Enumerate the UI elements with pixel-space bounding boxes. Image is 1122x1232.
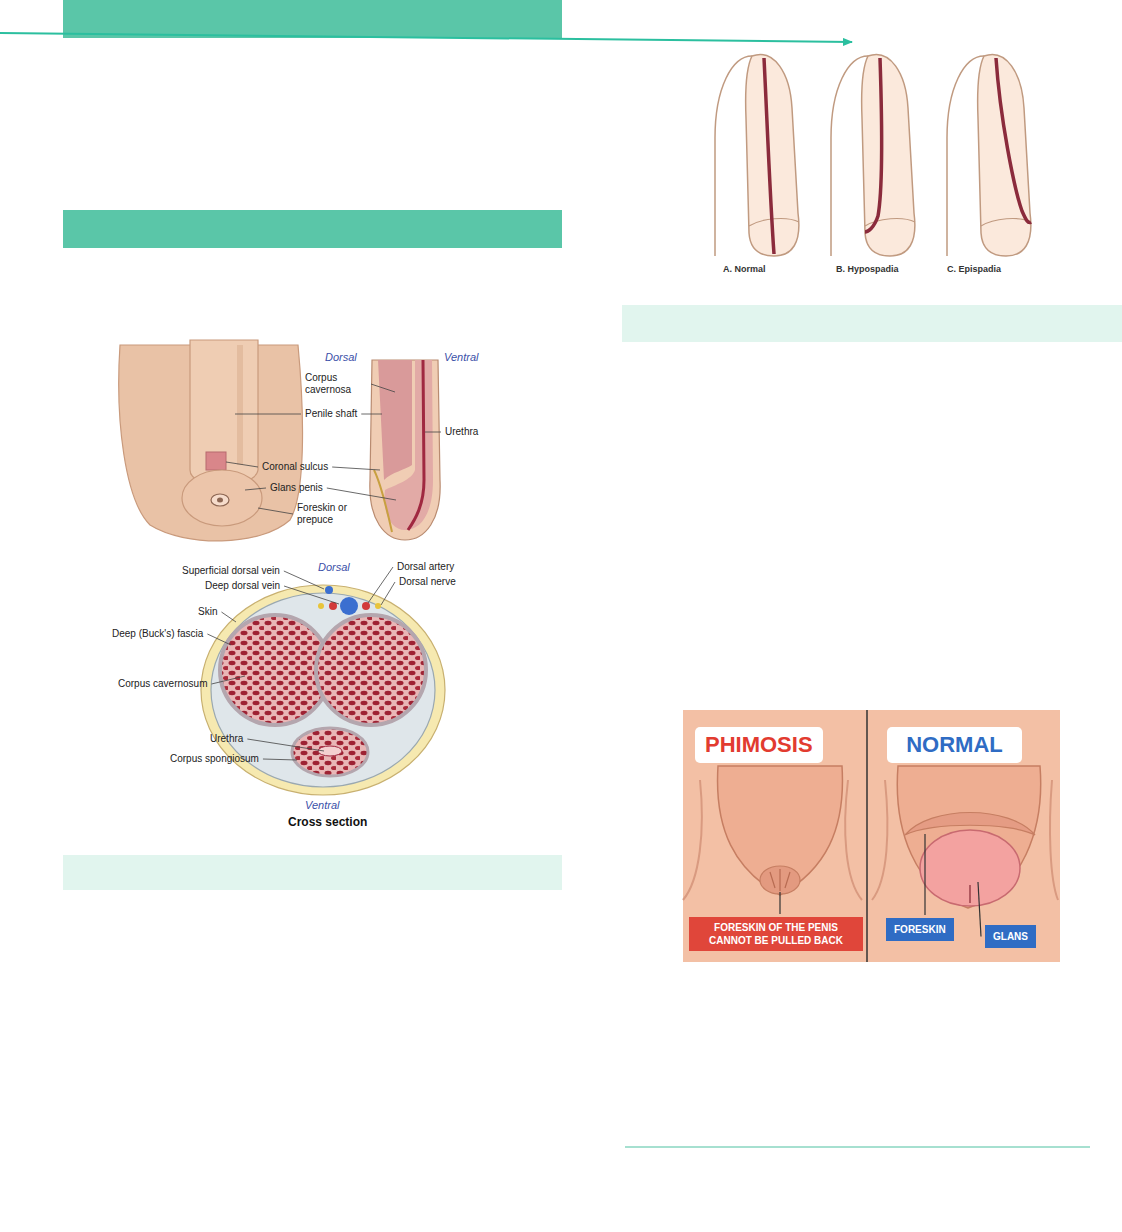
leader-line — [247, 739, 324, 751]
box-text: PHIMOSIS — [705, 732, 813, 758]
part-label: Urethra — [445, 426, 478, 438]
part-label: Deep (Buck's) fascia — [112, 628, 203, 640]
figure-caption: C. Epispadia — [947, 264, 1001, 275]
orientation-label: Dorsal — [318, 561, 350, 574]
leader-line — [235, 414, 301, 415]
heading-box: PHIMOSIS — [695, 727, 823, 763]
phimosis-illustration — [683, 710, 1060, 962]
orientation-label: Dorsal — [325, 351, 357, 364]
part-label: Urethra — [210, 733, 243, 745]
heading-box: NORMAL — [887, 727, 1022, 763]
part-label: Deep dorsal vein — [205, 580, 280, 592]
hypospadia-figure — [831, 55, 915, 256]
leader-line — [226, 462, 258, 467]
leader-line — [332, 467, 380, 470]
leader-line — [368, 567, 393, 603]
leader-line — [258, 508, 293, 514]
leader-line — [381, 582, 395, 605]
penis-sagittal-view — [370, 360, 440, 540]
part-label: Glans penis — [270, 482, 323, 494]
leader-line — [779, 892, 780, 914]
box-text: FORESKIN OF THE PENIS CANNOT BE PULLED B… — [695, 921, 857, 947]
subheading-band — [622, 305, 1122, 342]
callout-box: GLANS — [985, 925, 1036, 948]
part-label: Corpus cavernosum — [118, 678, 207, 690]
part-label: Foreskin or prepuce — [297, 502, 355, 526]
leader-line — [978, 882, 981, 937]
callout-box: FORESKIN — [886, 918, 954, 941]
orientation-label: Ventral — [444, 351, 478, 364]
leader-line — [207, 634, 231, 645]
callout-box: FORESKIN OF THE PENIS CANNOT BE PULLED B… — [689, 917, 863, 951]
leader-line — [361, 414, 382, 415]
box-text: NORMAL — [906, 732, 1003, 758]
figure-caption: Cross section — [288, 815, 367, 829]
leader-line — [284, 586, 339, 604]
figure-caption: B. Hypospadia — [836, 264, 899, 275]
leader-line — [221, 612, 236, 622]
header-bar — [63, 0, 562, 38]
pointer-arrow — [0, 33, 852, 42]
subheading-band — [63, 855, 562, 890]
part-label: Superficial dorsal vein — [182, 565, 280, 577]
part-label: Penile shaft — [305, 408, 357, 420]
leader-line — [211, 676, 245, 684]
leader-line — [263, 759, 297, 760]
box-text: FORESKIN — [894, 923, 946, 936]
leader-line — [327, 488, 396, 500]
part-label: Corpus cavernosa — [305, 372, 367, 396]
leader-line — [245, 488, 266, 490]
box-text: GLANS — [993, 930, 1028, 943]
header-bar — [63, 210, 562, 248]
rule-line — [625, 1146, 1090, 1148]
leader-line — [924, 834, 925, 915]
figure-caption: A. Normal — [723, 264, 766, 275]
part-label: Coronal sulcus — [262, 461, 328, 473]
leader-line — [371, 384, 395, 392]
part-label: Corpus spongiosum — [170, 753, 259, 765]
epispadia-figure — [947, 55, 1031, 256]
orientation-label: Ventral — [305, 799, 339, 812]
part-label: Skin — [198, 606, 217, 618]
leader-line — [284, 571, 324, 589]
part-label: Dorsal nerve — [399, 576, 456, 588]
normal-figure — [715, 55, 799, 256]
leader-line — [425, 432, 441, 433]
penis-front-view — [119, 340, 303, 541]
part-label: Dorsal artery — [397, 561, 454, 573]
